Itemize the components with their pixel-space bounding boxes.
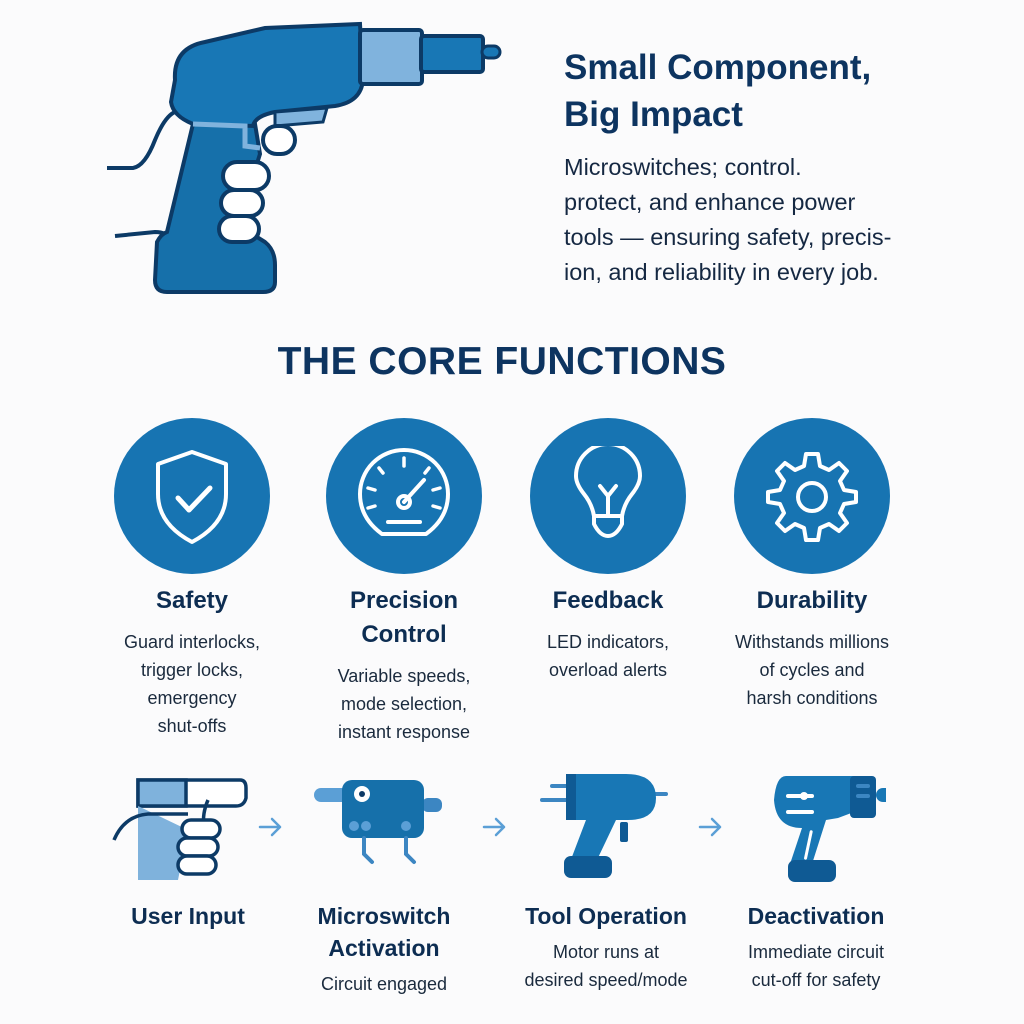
desc-line: desired speed/mode (524, 970, 688, 990)
hero-title-line: Small Component, (564, 48, 872, 87)
function-name: Precision Control (304, 584, 504, 652)
function-description: Withstands millions of cycles and harsh … (712, 628, 912, 712)
function-icon-circle (530, 418, 686, 574)
function-icon-circle (734, 418, 890, 574)
desc-line: cut-off for safety (751, 970, 881, 990)
step-name: Microswitch Activation (284, 900, 484, 964)
step-icon-wrap (284, 770, 484, 890)
step-icon-wrap (716, 770, 916, 890)
desc-line: Variable speeds, (337, 666, 471, 686)
desc-line: emergency (147, 688, 237, 708)
function-name: Feedback (552, 587, 664, 614)
step-icon-wrap (88, 770, 288, 890)
function-icon-circle (114, 418, 270, 574)
drill-running-icon (540, 774, 668, 878)
process-step-tool-operation: Tool Operation Motor runs at desired spe… (506, 770, 706, 994)
desc-line: Guard interlocks, (123, 632, 261, 652)
arrow-right-icon (698, 817, 722, 837)
hero-description-line: ion, and reliability in every job. (564, 259, 879, 285)
desc-line: instant response (337, 722, 471, 742)
desc-line: shut-offs (157, 716, 227, 736)
hero-description-line: protect, and enhance power (564, 189, 856, 215)
step-name: Deactivation (747, 903, 885, 929)
step-name: Tool Operation (525, 903, 687, 929)
step-description: Circuit engaged (284, 970, 484, 998)
name-line: Activation (328, 935, 440, 961)
function-card-precision-control: Precision Control Variable speeds, mode … (304, 418, 504, 746)
power-drill-icon (107, 21, 502, 294)
function-card-feedback: Feedback LED indicators, overload alerts (508, 418, 708, 684)
process-step-microswitch-activation: Microswitch Activation Circuit engaged (284, 770, 484, 998)
hero-drill-illustration (95, 20, 515, 310)
function-description: Variable speeds, mode selection, instant… (304, 662, 504, 746)
function-card-durability: Durability Withstands millions of cycles… (712, 418, 912, 712)
hero-description-line: Microswitches; control. (564, 154, 802, 180)
desc-line: Immediate circuit (747, 942, 885, 962)
hand-trigger-icon (112, 778, 248, 880)
lightbulb-icon (574, 446, 642, 538)
arrow-right-icon (258, 817, 282, 837)
microswitch-icon (314, 780, 442, 864)
function-name: Safety (155, 587, 229, 614)
hero-description-line: tools — ensuring safety, precis- (564, 224, 892, 250)
name-line: Microswitch (317, 903, 451, 929)
function-description: Guard interlocks, trigger locks, emergen… (92, 628, 292, 740)
desc-line: mode selection, (340, 694, 468, 714)
desc-line: Circuit engaged (320, 974, 448, 994)
process-step-deactivation: Deactivation Immediate circuit cut-off f… (716, 770, 916, 994)
desc-line: LED indicators, (546, 632, 670, 652)
name-line: Control (361, 621, 447, 648)
step-icon-wrap (506, 770, 706, 890)
shield-check-icon (156, 450, 228, 544)
desc-line: harsh conditions (746, 688, 878, 708)
process-step-user-input: User Input (88, 770, 288, 932)
function-icon-circle (326, 418, 482, 574)
arrow-right-icon (482, 817, 506, 837)
desc-line: Motor runs at (552, 942, 660, 962)
step-description: Immediate circuit cut-off for safety (716, 938, 916, 994)
step-name: User Input (131, 903, 245, 929)
desc-line: Withstands millions (734, 632, 890, 652)
gear-icon (766, 452, 858, 542)
hero-description: Microswitches; control. protect, and enh… (564, 150, 1004, 290)
hero-title: Small Component, Big Impact (564, 44, 871, 138)
step-description: Motor runs at desired speed/mode (506, 938, 706, 994)
function-name: Durability (756, 587, 868, 614)
desc-line: overload alerts (548, 660, 668, 680)
function-description: LED indicators, overload alerts (508, 628, 708, 684)
name-line: Precision (349, 587, 459, 614)
drill-off-icon (774, 776, 886, 882)
desc-line: of cycles and (759, 660, 865, 680)
hero-title-line: Big Impact (564, 95, 743, 134)
desc-line: trigger locks, (140, 660, 244, 680)
speedometer-icon (358, 448, 450, 536)
function-card-safety: Safety Guard interlocks, trigger locks, … (92, 418, 292, 740)
core-functions-title: THE CORE FUNCTIONS (277, 340, 727, 383)
